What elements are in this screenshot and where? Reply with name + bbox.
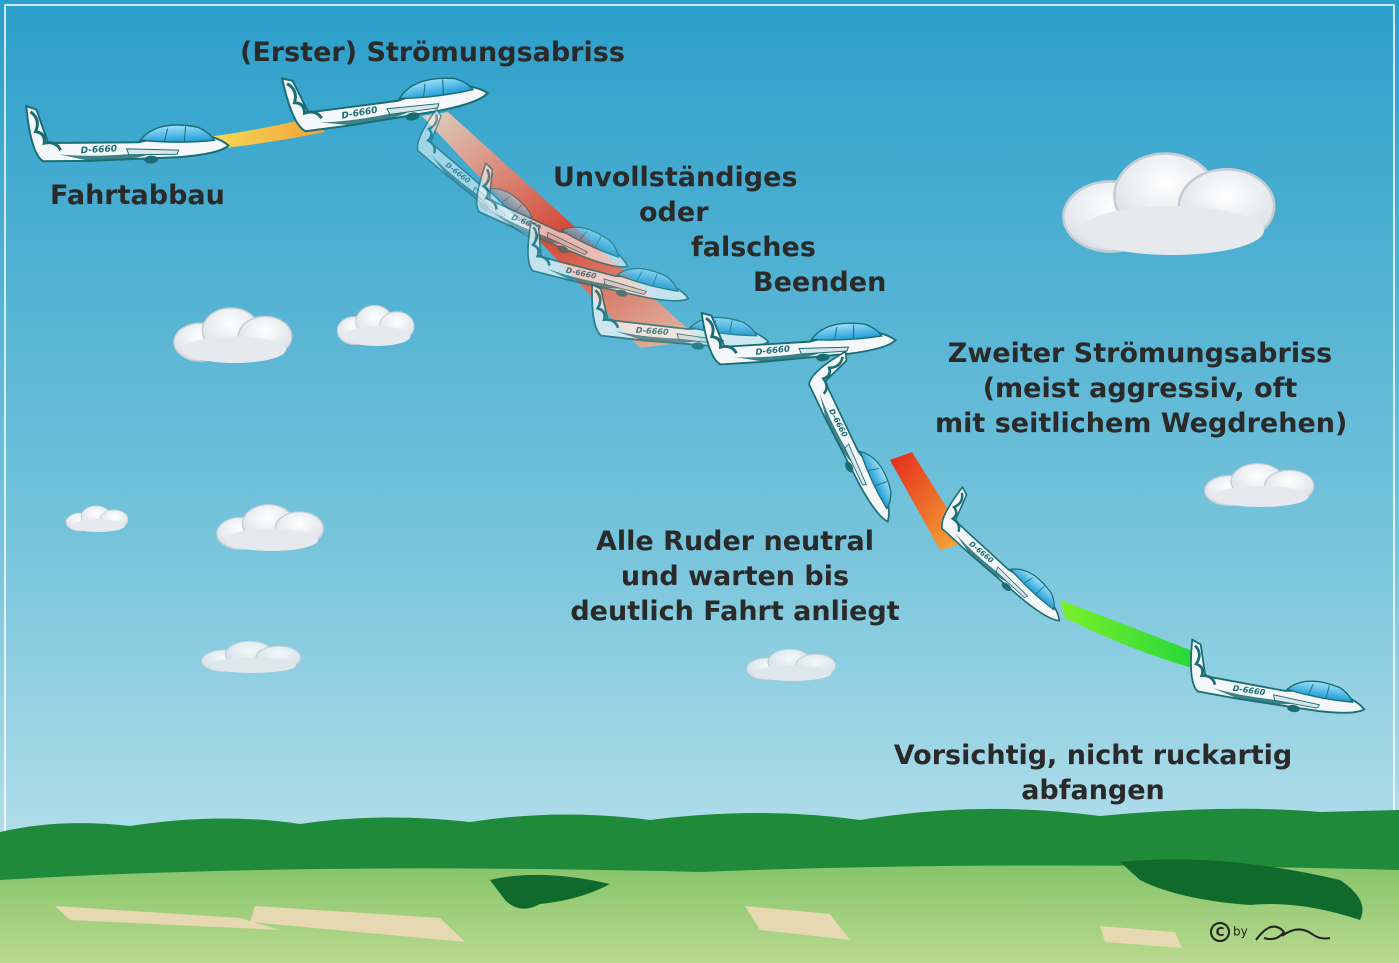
- field-strip-3: [745, 906, 850, 940]
- forest-patch-1: [490, 874, 610, 909]
- label-incomplete-recovery: Unvollständiges oder falsches Beenden: [553, 160, 886, 300]
- field-strip-1: [55, 906, 280, 930]
- trail-speed-reduction: [200, 118, 325, 150]
- field-strip-4: [1100, 926, 1182, 948]
- incomplete-line-1: Unvollständiges: [553, 162, 798, 193]
- copyright-by: by: [1233, 924, 1248, 939]
- forest-patch-2: [1120, 859, 1363, 920]
- field-strip-2: [250, 906, 465, 942]
- incomplete-line-4: Beenden: [753, 267, 887, 298]
- signature-icon: [1254, 925, 1330, 941]
- incomplete-line-3: falsches: [691, 232, 816, 263]
- trail-recovery: [1060, 600, 1195, 668]
- field-plain: [0, 865, 1399, 963]
- label-rudder-neutral: Alle Ruder neutral und warten bis deutli…: [570, 526, 900, 627]
- label-gentle-recovery: Vorsichtig, nicht ruckartig abfangen: [893, 740, 1293, 806]
- label-second-stall: Zweiter Strömungsabriss (meist aggressiv…: [935, 338, 1348, 439]
- incomplete-line-2: oder: [639, 197, 709, 228]
- copyright-icon: C: [1210, 921, 1230, 942]
- label-speed-reduction: Fahrtabbau: [50, 180, 225, 211]
- label-first-stall: (Erster) Strömungsabriss: [240, 37, 625, 68]
